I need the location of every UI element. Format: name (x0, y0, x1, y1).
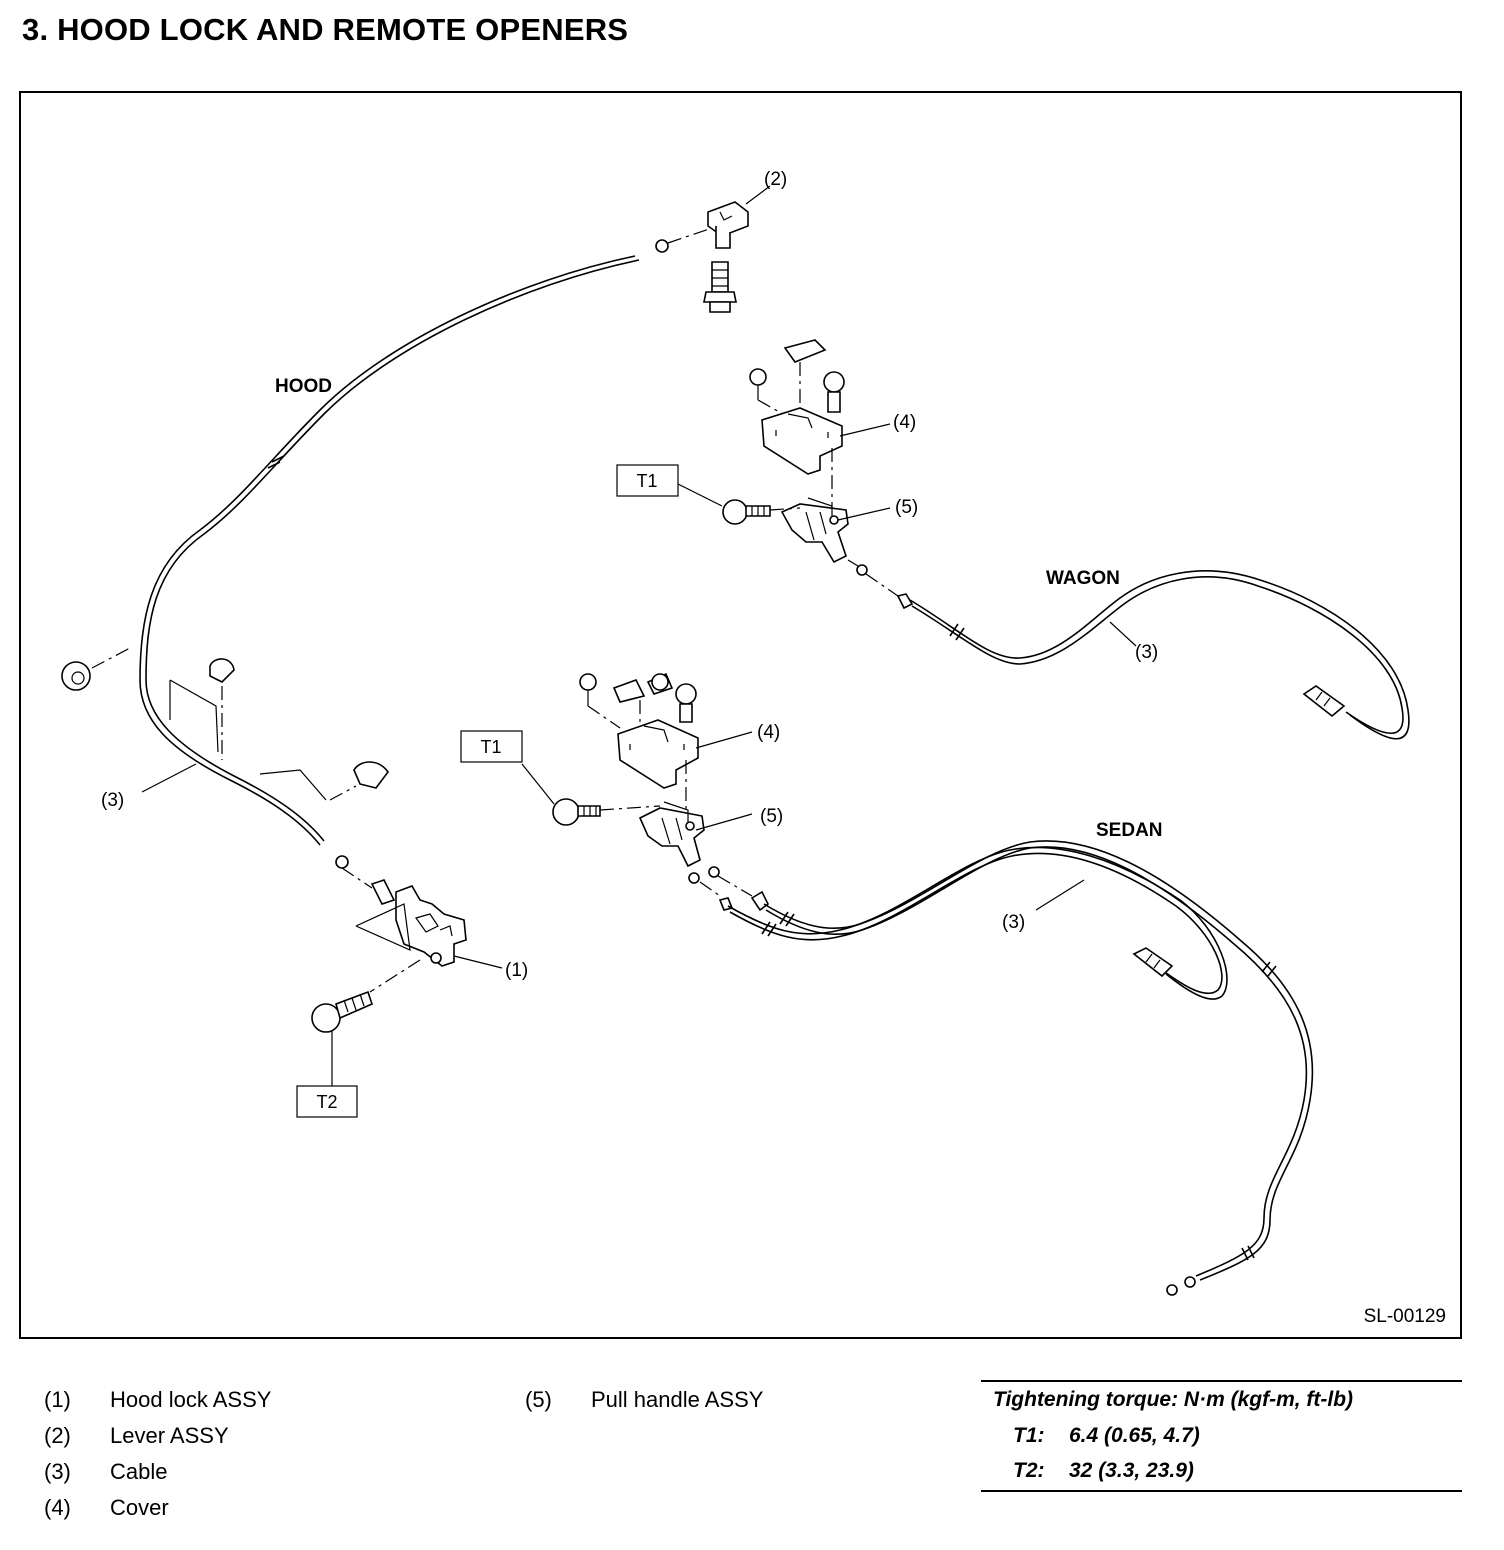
torque-value: 6.4 (0.65, 4.7) (1069, 1424, 1200, 1447)
torque-header: Tightening torque: N·m (kgf-m, ft-lb) (993, 1388, 1354, 1411)
legend-text: Lever ASSY (110, 1423, 229, 1448)
legend-text: Cover (110, 1495, 169, 1520)
hood-cable-clamps (61, 647, 389, 801)
hood-lock-assy (355, 879, 503, 993)
callout-5-wagon: (5) (895, 497, 918, 518)
legend-number: (2) (44, 1423, 71, 1448)
legend-text: Pull handle ASSY (591, 1387, 764, 1412)
sedan-cover-assy (579, 672, 753, 812)
torque-key: T1: (1013, 1424, 1045, 1447)
lever-assy (703, 185, 771, 313)
legend-number: (3) (44, 1459, 71, 1484)
legend-number: (5) (525, 1387, 552, 1412)
wagon-pull-handle-assy (677, 483, 899, 597)
wagon-cable (896, 570, 1410, 740)
tightening-torque-table: Tightening torque: N·m (kgf-m, ft-lb) T1… (981, 1380, 1462, 1492)
hood-lock-bolt (311, 990, 373, 1086)
callout-1: (1) (505, 960, 528, 981)
t1-label-sedan: T1 (480, 737, 501, 757)
sedan-label: SEDAN (1096, 820, 1163, 841)
torque-value: 32 (3.3, 23.9) (1069, 1459, 1194, 1482)
legend-number: (4) (44, 1495, 71, 1520)
wagon-label: WAGON (1046, 568, 1120, 589)
figure-id: SL-00129 (1364, 1306, 1446, 1327)
torque-key: T2: (1013, 1459, 1045, 1482)
t2-label: T2 (316, 1092, 337, 1112)
callout-3-sedan: (3) (1002, 912, 1025, 933)
legend-text: Hood lock ASSY (110, 1387, 272, 1412)
callout-4-sedan: (4) (757, 722, 780, 743)
sedan-pull-handle-assy (521, 763, 753, 897)
page-title: 3. HOOD LOCK AND REMOTE OPENERS (22, 12, 629, 47)
hood-cable (139, 227, 713, 889)
callout-3-hood: (3) (101, 790, 124, 811)
callout-3-wagon: (3) (1135, 642, 1158, 663)
torque-row-t1: T1: 6.4 (0.65, 4.7) (1013, 1424, 1200, 1448)
t1-box-sedan (460, 730, 523, 763)
diagram-frame (19, 91, 1462, 1339)
t2-box (296, 1085, 358, 1118)
t1-box-wagon (616, 464, 679, 497)
callout-5-sedan: (5) (760, 806, 783, 827)
sedan-cable (718, 840, 1314, 1296)
legend-number: (1) (44, 1387, 71, 1412)
callout-2: (2) (764, 169, 787, 190)
hood-label: HOOD (275, 376, 332, 397)
callout-4-wagon: (4) (893, 412, 916, 433)
t1-label-wagon: T1 (636, 471, 657, 491)
torque-row-t2: T2: 32 (3.3, 23.9) (1013, 1459, 1194, 1483)
legend-text: Cable (110, 1459, 168, 1484)
wagon-cover-assy (749, 339, 891, 508)
